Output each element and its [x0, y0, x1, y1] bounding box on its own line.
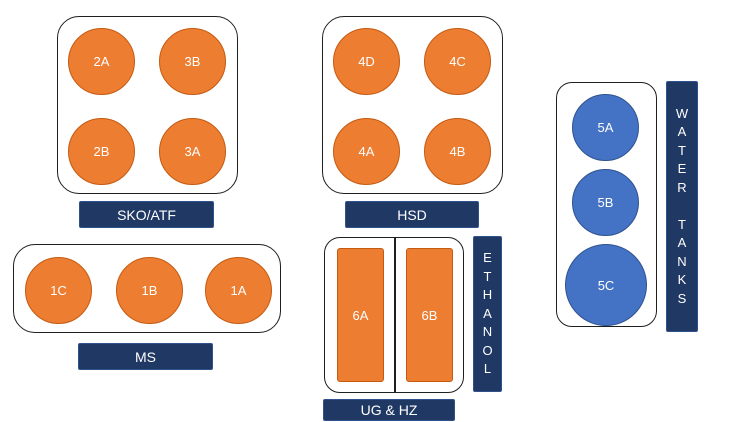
- tank-6a: 6A: [337, 248, 384, 382]
- tank-4c: 4C: [424, 28, 491, 95]
- tank-5c: 5C: [565, 244, 647, 326]
- sko-atf-label: SKO/ATF: [79, 201, 214, 228]
- tank-1c: 1C: [25, 257, 92, 324]
- tank-3a: 3A: [159, 118, 226, 185]
- ug-hz-label: UG & HZ: [323, 399, 455, 421]
- tank-1b: 1B: [116, 257, 183, 324]
- tank-5a: 5A: [572, 94, 639, 161]
- tank-1a: 1A: [205, 257, 272, 324]
- tank-4b: 4B: [424, 118, 491, 185]
- tank-4a: 4A: [333, 118, 400, 185]
- ms-label: MS: [78, 343, 213, 370]
- tank-6b: 6B: [406, 248, 453, 382]
- tank-3b: 3B: [159, 28, 226, 95]
- tank-2b: 2B: [68, 118, 135, 185]
- tank-5b: 5B: [572, 169, 639, 236]
- ug-hz-divider: [394, 238, 396, 392]
- tank-4d: 4D: [333, 28, 400, 95]
- tank-2a: 2A: [68, 28, 135, 95]
- hsd-label: HSD: [345, 201, 479, 228]
